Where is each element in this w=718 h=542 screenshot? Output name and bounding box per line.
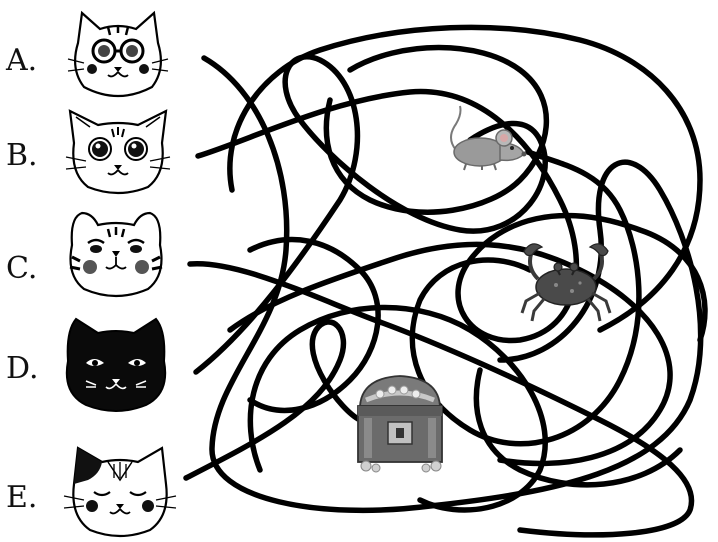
black-cat-icon [67,319,165,411]
maze-loop-1 [230,27,700,330]
treasure-chest-icon [358,376,442,472]
striped-cat-icon [70,213,162,296]
maze-loop-2 [412,152,639,444]
maze-loop-3 [230,244,670,463]
sleeping-spotted-cat-icon [64,448,176,536]
maze-lines [186,27,705,534]
cat-with-glasses-icon [68,13,168,96]
wide-eyed-cat-icon [66,111,170,193]
